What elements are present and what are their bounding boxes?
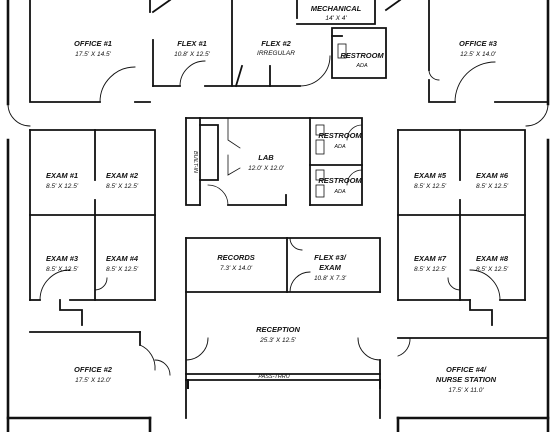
office4-label: OFFICE #4/ xyxy=(446,365,487,374)
exam6-label: EXAM #6 xyxy=(476,171,509,180)
restroom-top-label: RESTROOM xyxy=(340,51,384,60)
left-door-swings xyxy=(39,269,156,371)
restroom-b-note: ADA xyxy=(333,189,346,195)
reception-walls xyxy=(185,237,381,419)
exam8-size: 8.5' X 12.5' xyxy=(476,266,509,273)
top-rooms-walls xyxy=(29,0,549,103)
built-in-label: BUILT-IN xyxy=(192,151,198,173)
reception-label: RECEPTION xyxy=(256,325,300,334)
office4-label-line2: NURSE STATION xyxy=(436,375,497,384)
office1-label: OFFICE #1 xyxy=(74,39,112,48)
room-labels: MECHANICAL 14' X 4' OFFICE #1 17.5' X 14… xyxy=(46,4,509,394)
flex2-size: IRREGULAR xyxy=(257,50,295,57)
reception-door-swings xyxy=(185,237,381,361)
mechanical-label: MECHANICAL xyxy=(311,4,362,13)
restroom-b-label: RESTROOM xyxy=(318,176,362,185)
exam8-label: EXAM #8 xyxy=(476,254,509,263)
restroom-a-label: RESTROOM xyxy=(318,131,362,140)
office3-label: OFFICE #3 xyxy=(459,39,498,48)
office4-size: 17.5' X 11.0' xyxy=(448,387,484,394)
flex3-label: FLEX #3/ xyxy=(314,253,347,262)
exam7-size: 8.5' X 12.5' xyxy=(414,266,447,273)
lab-fixtures xyxy=(207,43,363,206)
lab-label: LAB xyxy=(258,153,274,162)
exam1-size: 8.5' X 12.5' xyxy=(46,183,79,190)
restroom-top-note: ADA xyxy=(355,63,368,69)
exam7-label: EXAM #7 xyxy=(414,254,447,263)
door-swings-top xyxy=(7,55,549,127)
exam2-size: 8.5' X 12.5' xyxy=(106,183,139,190)
exam5-label: EXAM #5 xyxy=(414,171,447,180)
entry-markers xyxy=(187,379,381,389)
exam4-label: EXAM #4 xyxy=(106,254,139,263)
exam3-label: EXAM #3 xyxy=(46,254,79,263)
office2-label: OFFICE #2 xyxy=(74,365,113,374)
office2-size: 17.5' X 12.0' xyxy=(75,377,111,384)
pass-thru-label: PASS-THRU xyxy=(258,374,289,380)
reception-size: 25.3' X 12.5' xyxy=(259,337,296,344)
right-exam-walls xyxy=(397,129,549,339)
exam3-size: 8.5' X 12.5' xyxy=(46,266,79,273)
right-door-swings xyxy=(397,269,501,357)
flex1-size: 10.8' X 12.5' xyxy=(174,51,210,58)
office3-size: 12.5' X 14.0' xyxy=(460,51,496,58)
exterior-walls xyxy=(6,0,550,432)
flex2-label: FLEX #2 xyxy=(261,39,291,48)
exam4-size: 8.5' X 12.5' xyxy=(106,266,139,273)
flex1-label: FLEX #1 xyxy=(177,39,207,48)
left-exam-walls xyxy=(29,129,156,346)
exam1-label: EXAM #1 xyxy=(46,171,78,180)
restroom-a-note: ADA xyxy=(333,144,346,150)
corridor-doors xyxy=(154,359,171,376)
records-size: 7.3' X 14.0' xyxy=(220,265,253,272)
flex3-label-line2: EXAM xyxy=(319,263,341,272)
mechanical-size: 14' X 4' xyxy=(325,15,347,22)
lab-walls xyxy=(185,117,363,206)
exam6-size: 8.5' X 12.5' xyxy=(476,183,509,190)
records-label: RECORDS xyxy=(217,253,255,262)
office1-size: 17.5' X 14.5' xyxy=(75,51,111,58)
lab-size: 12.0' X 12.0' xyxy=(248,165,284,172)
flex3-size: 10.8' X 7.3' xyxy=(314,275,347,282)
exam2-label: EXAM #2 xyxy=(106,171,139,180)
exam5-size: 8.5' X 12.5' xyxy=(414,183,447,190)
